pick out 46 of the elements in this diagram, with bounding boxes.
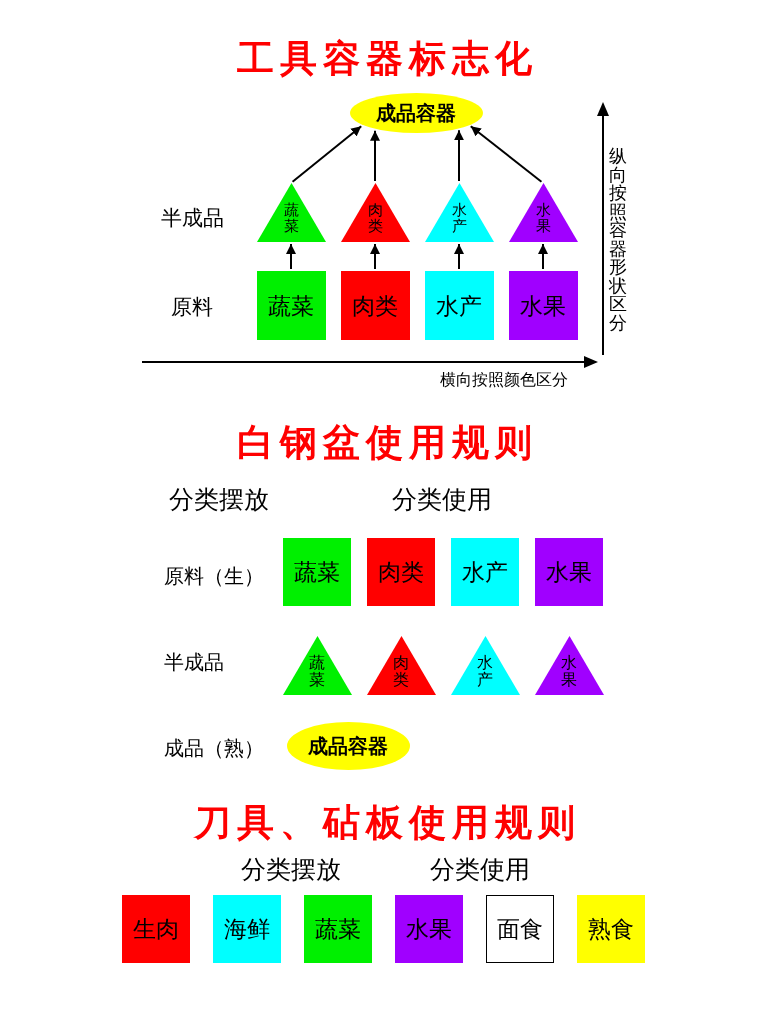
arrow (370, 129, 380, 182)
triangle-tag: 水果 (534, 636, 604, 695)
square-tag: 蔬菜 (256, 271, 326, 340)
arrow (454, 129, 464, 182)
triangle-tag: 水产 (424, 183, 494, 242)
square-tag: 水产 (451, 538, 519, 606)
column-heading: 分类使用 (430, 855, 530, 885)
arrow (454, 243, 464, 270)
section-heading: 白钢盆使用规则 (235, 421, 538, 465)
oval-tag: 成品容器 (286, 722, 410, 770)
arrow (291, 125, 363, 183)
square-tag: 水果 (395, 895, 463, 963)
triangle-tag: 蔬菜 (282, 636, 352, 695)
row-label: 原料（生） (164, 564, 264, 588)
square-tag: 肉类 (367, 538, 435, 606)
arrow (370, 243, 380, 270)
square-tag: 面食 (486, 895, 554, 963)
arrow (286, 243, 296, 270)
row-label: 原料 (171, 294, 213, 320)
axis-label: 横向按照颜色区分 (440, 370, 568, 390)
column-heading: 分类摆放 (241, 855, 341, 885)
square-tag: 水果 (508, 271, 578, 340)
triangle-tag: 蔬菜 (256, 183, 326, 242)
square-tag: 海鲜 (213, 895, 281, 963)
title: 工具容器标志化 (235, 37, 538, 81)
triangle-tag: 肉类 (366, 636, 436, 695)
arrow (538, 243, 548, 270)
square-tag: 生肉 (122, 895, 190, 963)
triangle-tag: 肉类 (340, 183, 410, 242)
column-heading: 分类使用 (392, 485, 492, 515)
square-tag: 熟食 (577, 895, 645, 963)
square-tag: 蔬菜 (283, 538, 351, 606)
section-heading: 刀具、砧板使用规则 (192, 801, 581, 845)
column-heading: 分类摆放 (169, 485, 269, 515)
oval-tag: 成品容器 (349, 93, 483, 133)
triangle-tag: 水果 (508, 183, 578, 242)
square-tag: 水果 (535, 538, 603, 606)
row-label: 半成品 (160, 205, 224, 231)
square-tag: 肉类 (340, 271, 410, 340)
square-tag: 蔬菜 (304, 895, 372, 963)
square-tag: 水产 (424, 271, 494, 340)
arrow (469, 125, 543, 183)
axis-label: 纵向按照容器形状区分 (609, 146, 627, 332)
row-label: 半成品 (164, 650, 224, 674)
row-label: 成品（熟） (164, 736, 264, 760)
triangle-tag: 水产 (450, 636, 520, 695)
